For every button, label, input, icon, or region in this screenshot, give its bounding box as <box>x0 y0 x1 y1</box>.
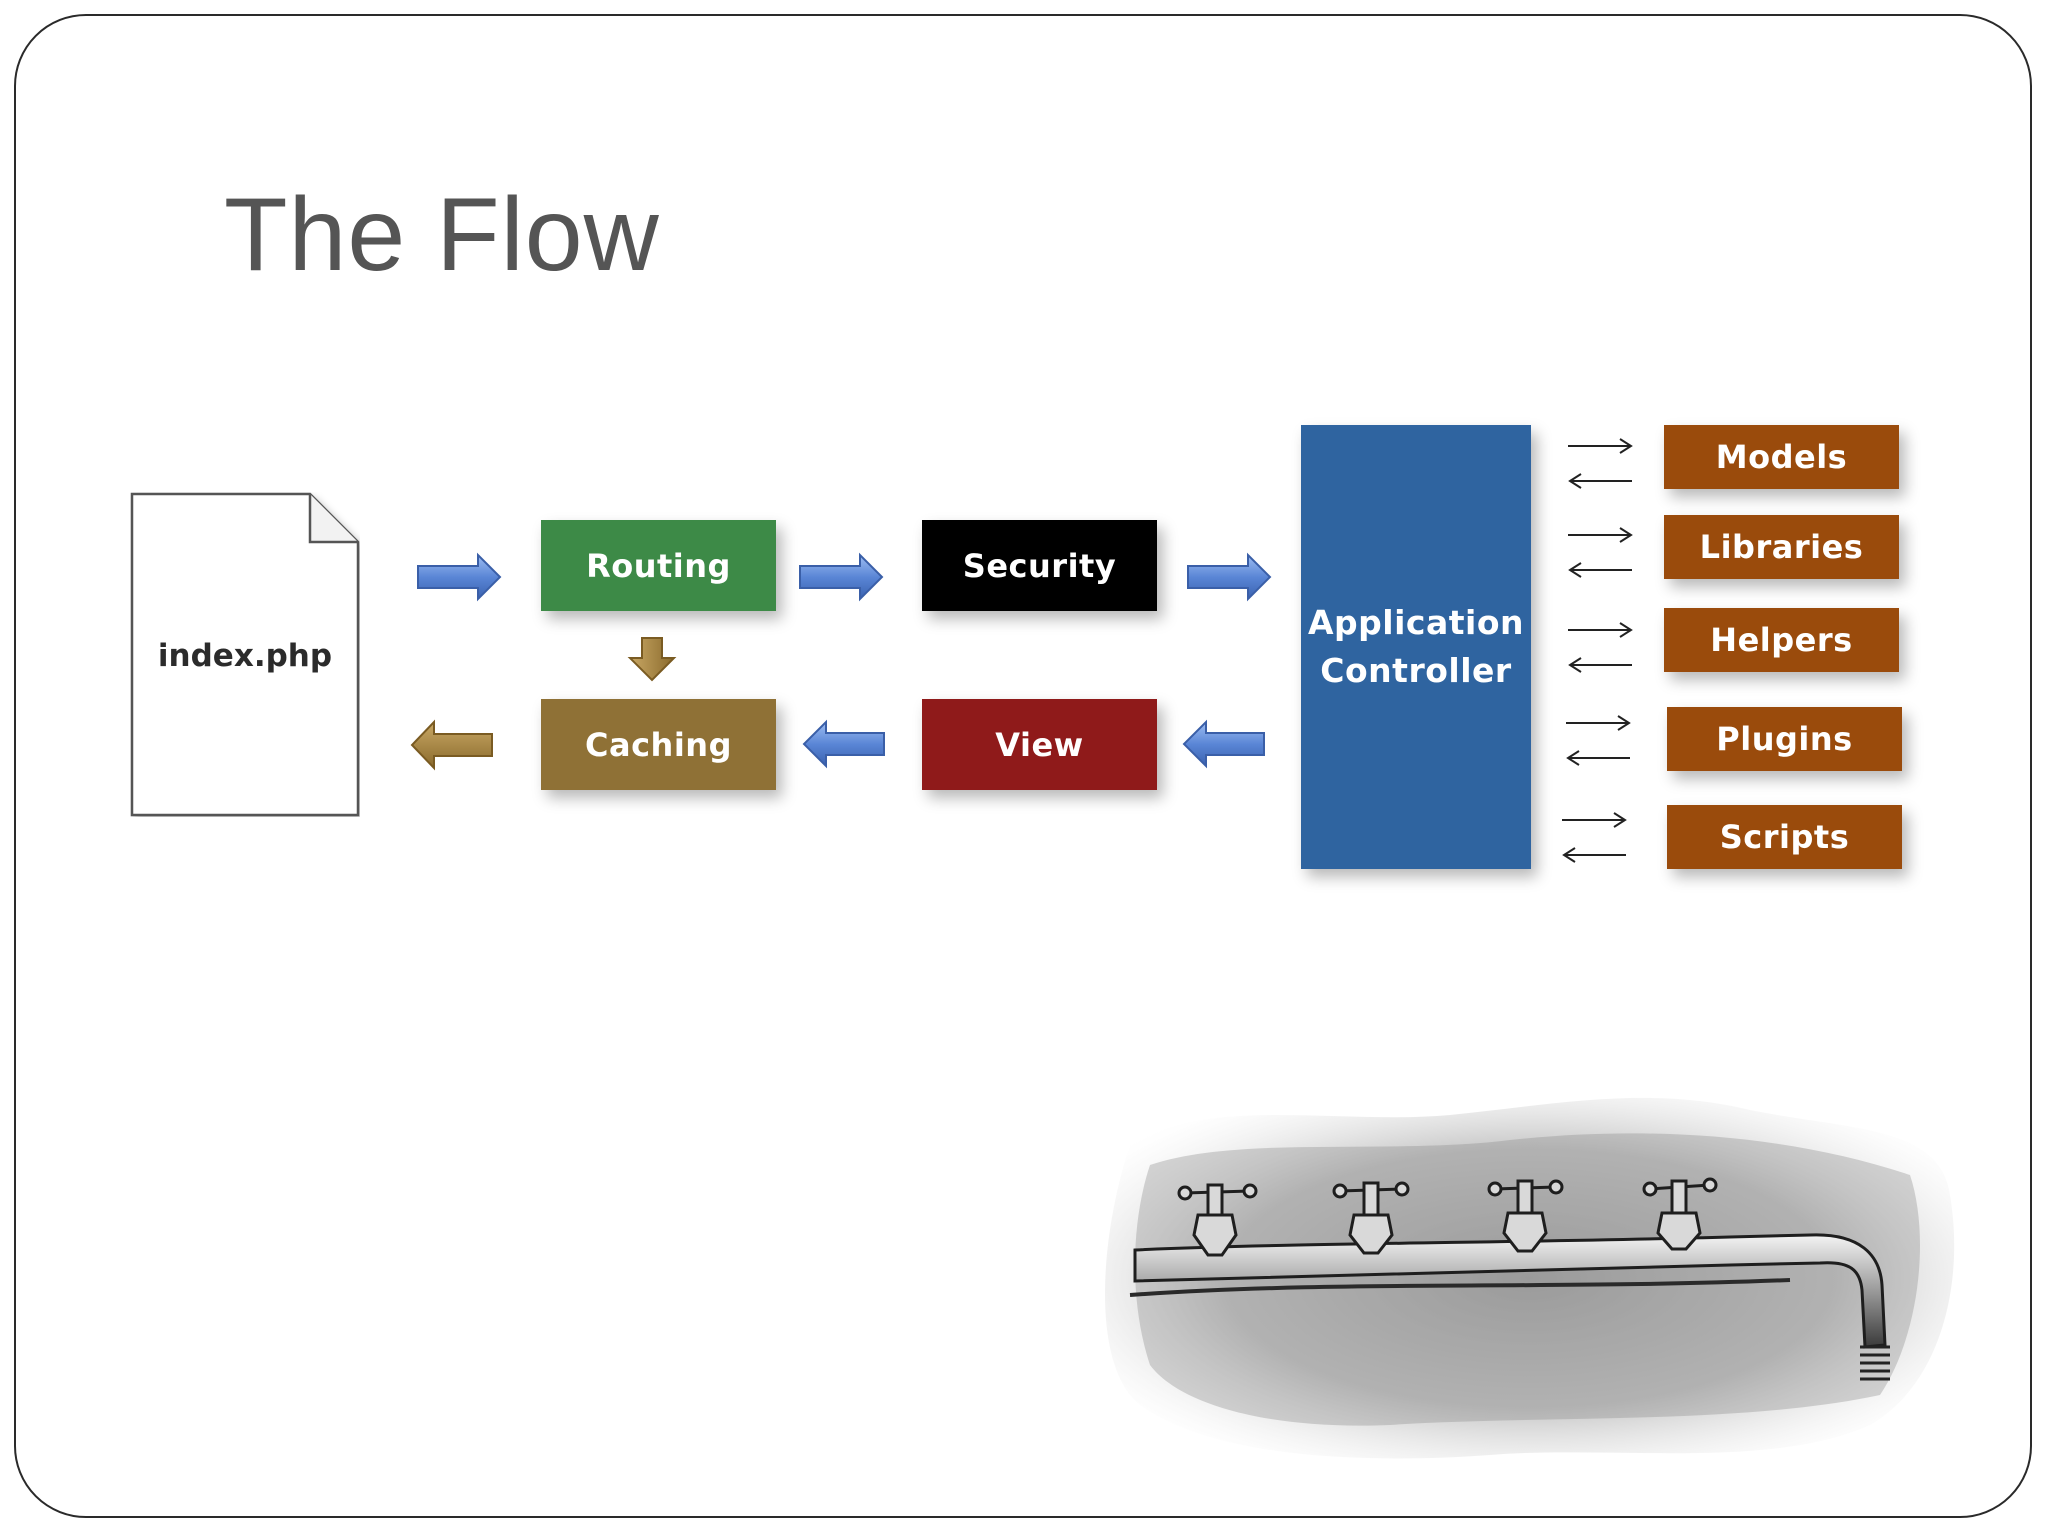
bidirectional-arrows <box>1562 438 1633 863</box>
controller-label-line2: Controller <box>1320 651 1512 690</box>
routing-box: Routing <box>541 520 776 611</box>
faucet-illustration <box>1105 1097 1955 1459</box>
arrow-right-icon <box>417 552 502 602</box>
arrow-right-icon <box>799 552 884 602</box>
application-controller-box: Application Controller <box>1301 425 1531 869</box>
caching-box: Caching <box>541 699 776 790</box>
bidirectional-arrow-icon <box>1566 715 1631 766</box>
arrow-left-icon <box>410 719 493 771</box>
resource-box-scripts: Scripts <box>1667 805 1902 869</box>
security-box: Security <box>922 520 1157 611</box>
arrow-right-icon <box>1187 552 1272 602</box>
slide-title: The Flow <box>224 177 660 293</box>
bidirectional-arrow-icon <box>1568 438 1633 489</box>
document-label: index.php <box>157 638 333 674</box>
resource-box-libraries: Libraries <box>1664 515 1899 579</box>
bidirectional-arrow-icon <box>1562 812 1627 863</box>
resource-box-helpers: Helpers <box>1664 608 1899 672</box>
resource-box-plugins: Plugins <box>1667 707 1902 771</box>
controller-label-line1: Application <box>1308 603 1524 642</box>
view-box: View <box>922 699 1157 790</box>
bidirectional-arrow-icon <box>1568 527 1633 578</box>
arrow-left-icon <box>802 719 885 769</box>
bidirectional-arrow-icon <box>1568 622 1633 673</box>
arrow-down-icon <box>627 637 677 682</box>
document-icon <box>130 492 360 817</box>
arrow-left-icon <box>1182 719 1265 769</box>
resource-box-models: Models <box>1664 425 1899 489</box>
